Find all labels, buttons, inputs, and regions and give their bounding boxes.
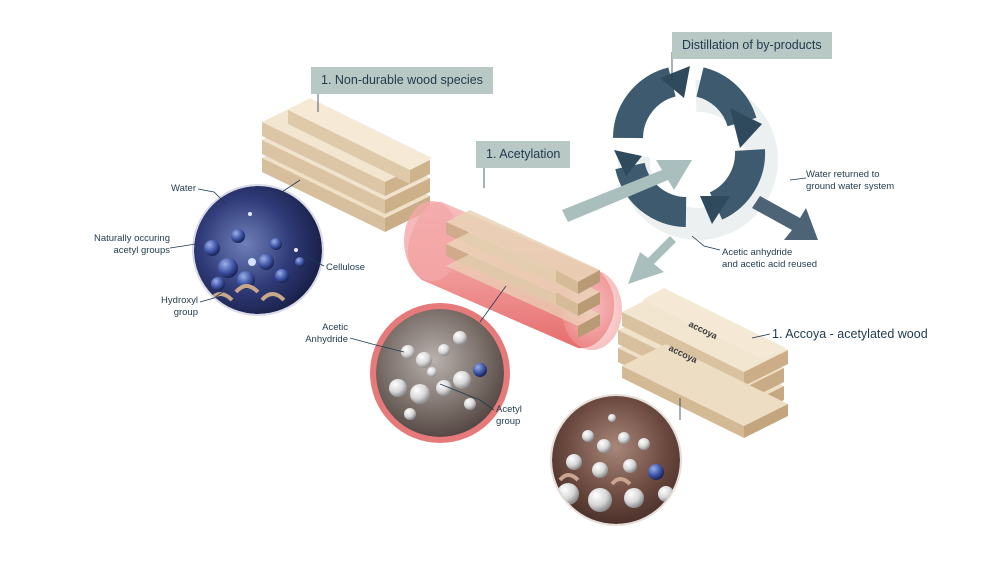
flow-arrow-water	[752, 196, 818, 240]
flow-arrow-reuse	[628, 236, 676, 284]
label-cellulose: Cellulose	[326, 262, 365, 274]
label-acetylation: 1. Acetylation	[476, 141, 570, 168]
label-distillation: Distillation of by-products	[672, 32, 832, 59]
label-water: Water	[150, 183, 196, 195]
label-acetic-anhydride: Acetic Anhydride	[290, 322, 348, 346]
label-reused: Acetic anhydride and acetic acid reused	[722, 247, 817, 271]
label-hydroxyl-group: Hydroxyl group	[140, 295, 198, 319]
molecule-circle-acetylation	[370, 303, 510, 443]
molecule-circle-untreated	[192, 184, 324, 316]
molecule-circle-accoya	[550, 394, 682, 526]
distillation-cycle-icon	[614, 66, 762, 224]
label-acetyl-group: Acetyl group	[496, 404, 522, 428]
label-non-durable-wood: 1. Non-durable wood species	[311, 67, 493, 94]
label-water-returned: Water returned to ground water system	[806, 169, 894, 193]
label-naturally-occurring: Naturally occuring acetyl groups	[70, 233, 170, 257]
label-accoya-wood: 1. Accoya - acetylated wood	[772, 327, 928, 341]
